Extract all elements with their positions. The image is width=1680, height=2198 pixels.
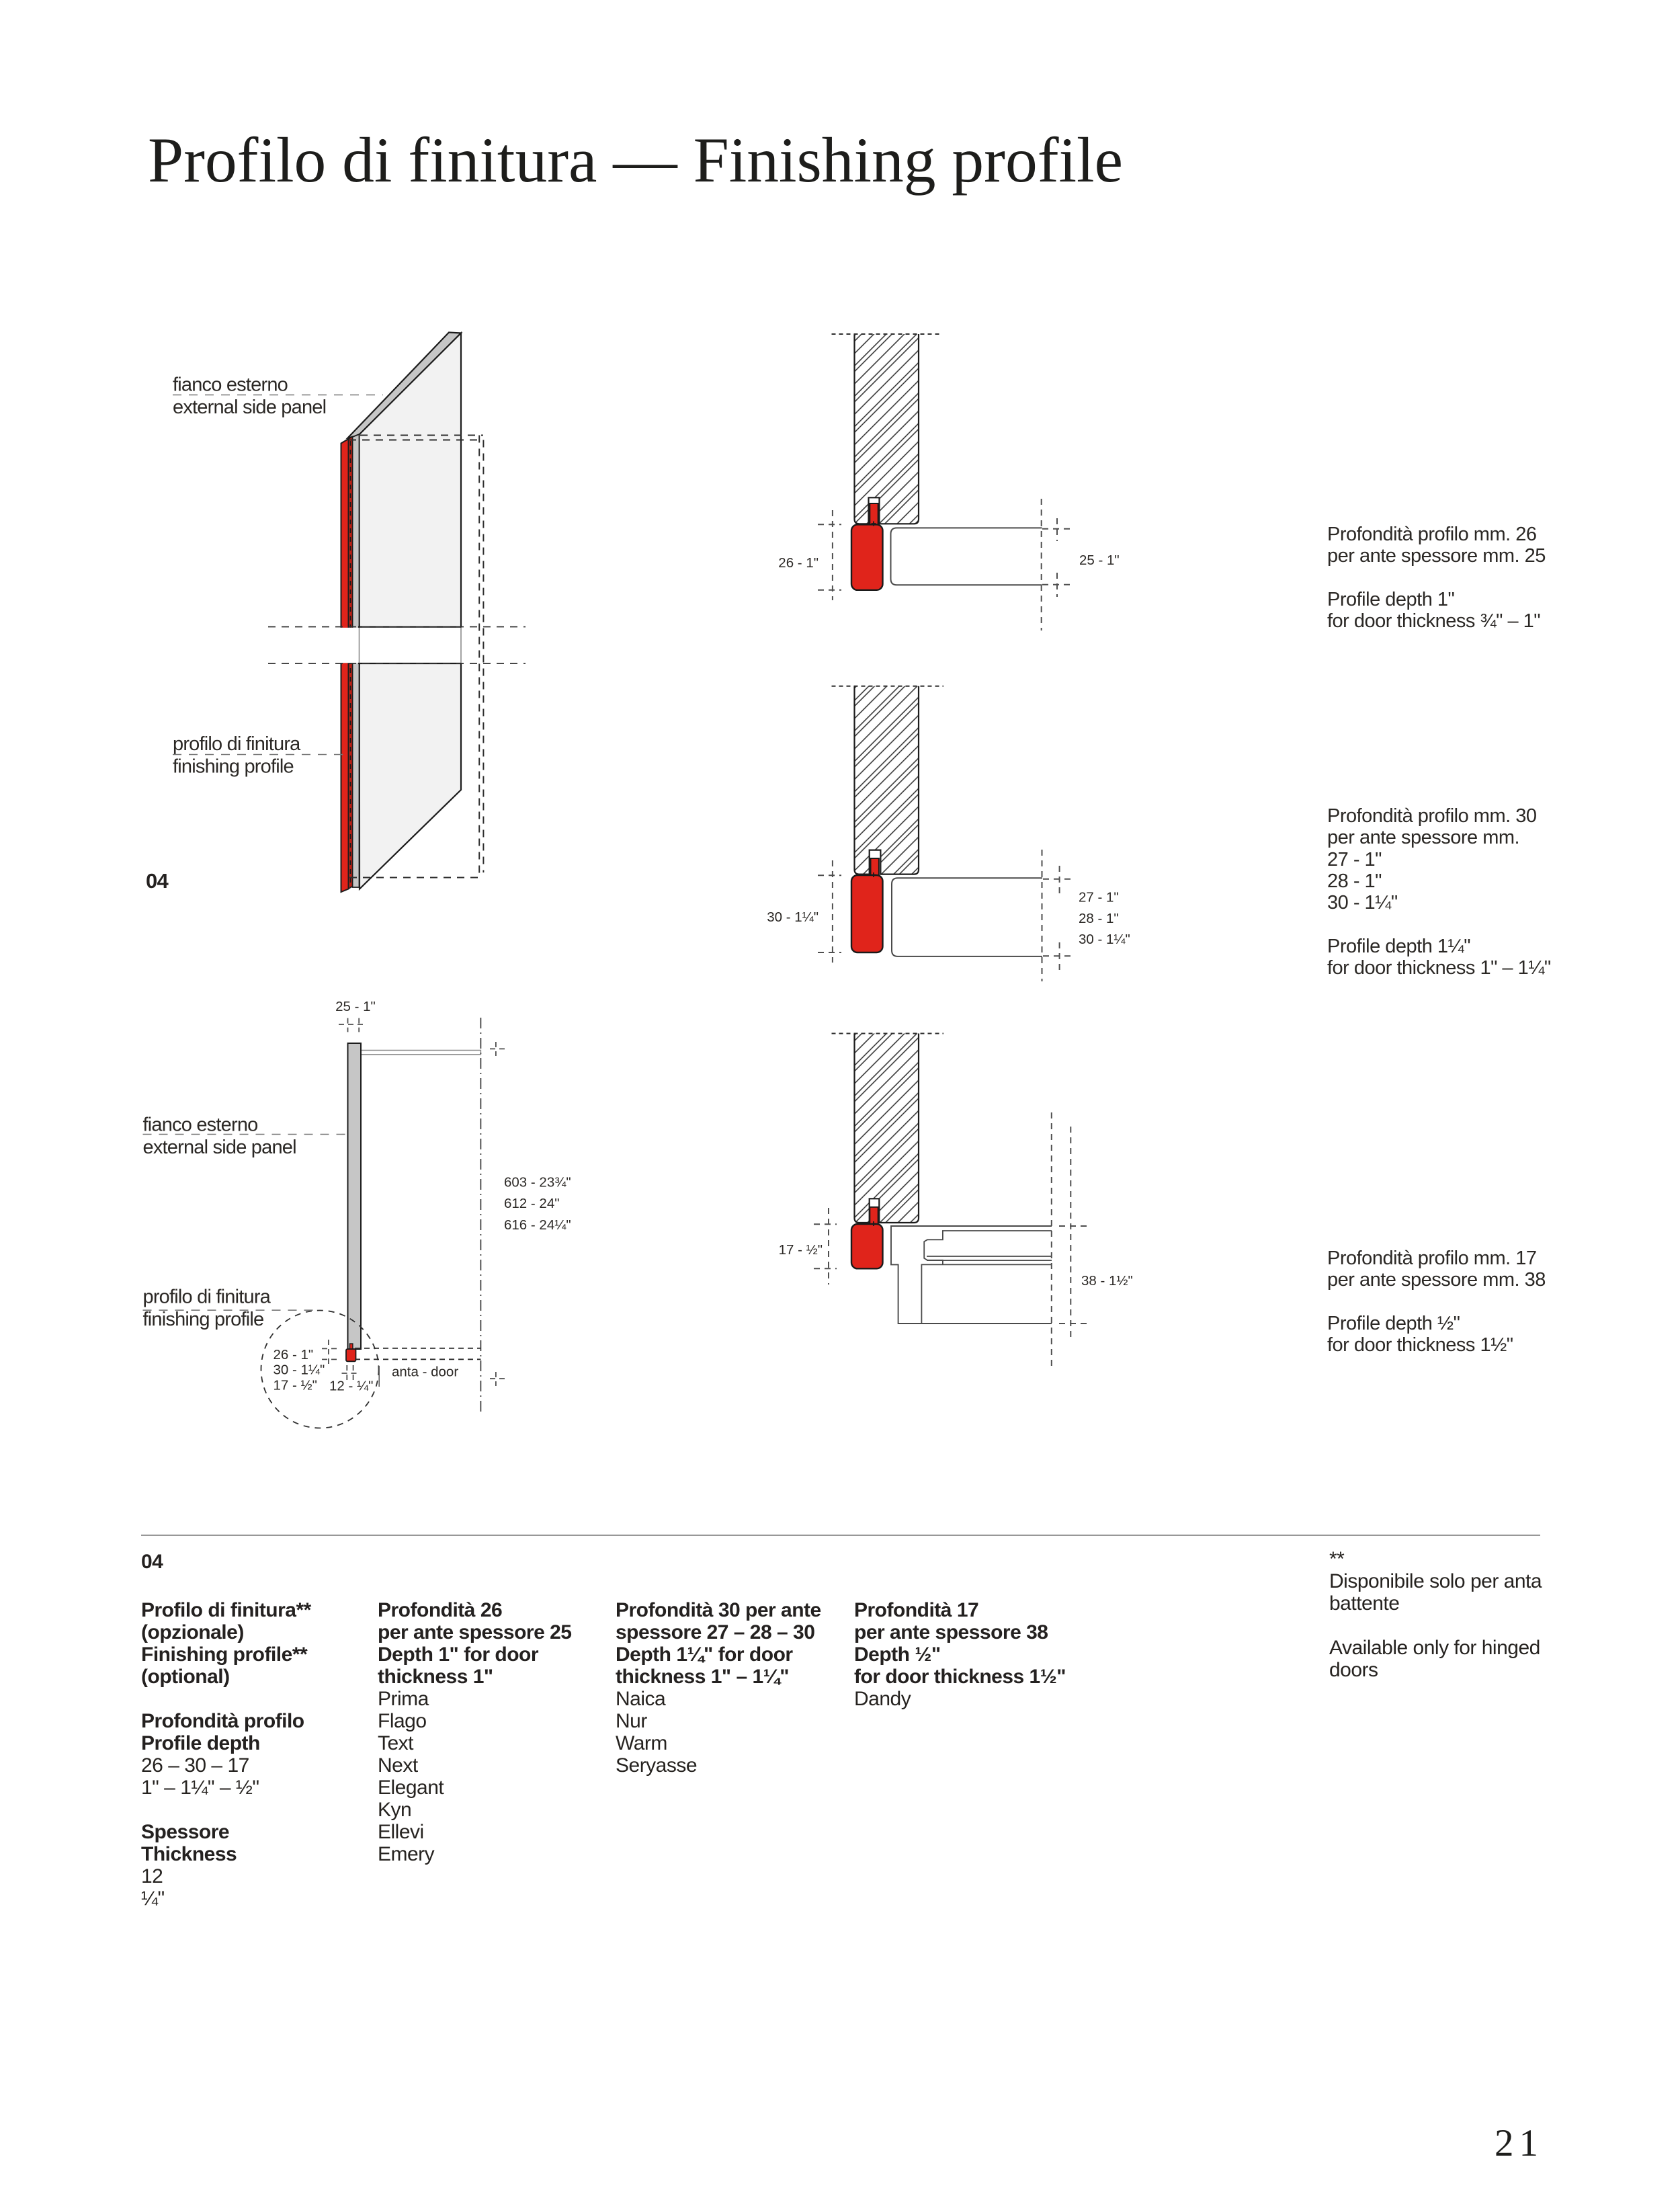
- svg-text:04: 04: [146, 869, 169, 893]
- svg-text:fianco esterno: fianco esterno: [143, 1114, 258, 1136]
- svg-text:27 - 1": 27 - 1": [1079, 890, 1119, 905]
- svg-text:30 - 1¼": 30 - 1¼": [274, 1362, 325, 1378]
- svg-text:profilo di finitura: profilo di finitura: [143, 1286, 271, 1307]
- svg-text:12 - ¼": 12 - ¼": [329, 1379, 373, 1394]
- svg-text:26 - 1": 26 - 1": [778, 555, 818, 571]
- svg-text:external side panel: external side panel: [143, 1137, 296, 1158]
- svg-text:finishing profile: finishing profile: [143, 1309, 264, 1330]
- svg-text:26 - 1": 26 - 1": [274, 1347, 314, 1362]
- svg-text:612 - 24": 612 - 24": [504, 1196, 560, 1211]
- svg-text:616 - 24¼": 616 - 24¼": [504, 1217, 571, 1233]
- svg-text:anta - door: anta - door: [392, 1365, 458, 1380]
- svg-text:25 - 1": 25 - 1": [1079, 553, 1120, 568]
- svg-text:17 - ½": 17 - ½": [779, 1242, 823, 1258]
- svg-text:external side panel: external side panel: [173, 397, 326, 418]
- svg-text:28 - 1": 28 - 1": [1079, 911, 1119, 926]
- svg-text:profilo di finitura: profilo di finitura: [173, 733, 301, 755]
- svg-text:finishing profile: finishing profile: [173, 756, 294, 778]
- svg-text:17 - ½": 17 - ½": [274, 1377, 317, 1393]
- svg-text:38 - 1½": 38 - 1½": [1081, 1273, 1133, 1289]
- svg-text:30 - 1¼": 30 - 1¼": [1079, 932, 1130, 947]
- svg-text:fianco esterno: fianco esterno: [173, 374, 288, 396]
- svg-text:30 - 1¼": 30 - 1¼": [767, 909, 818, 925]
- svg-text:603 - 23¾": 603 - 23¾": [504, 1174, 571, 1190]
- svg-text:25 - 1": 25 - 1": [335, 999, 376, 1014]
